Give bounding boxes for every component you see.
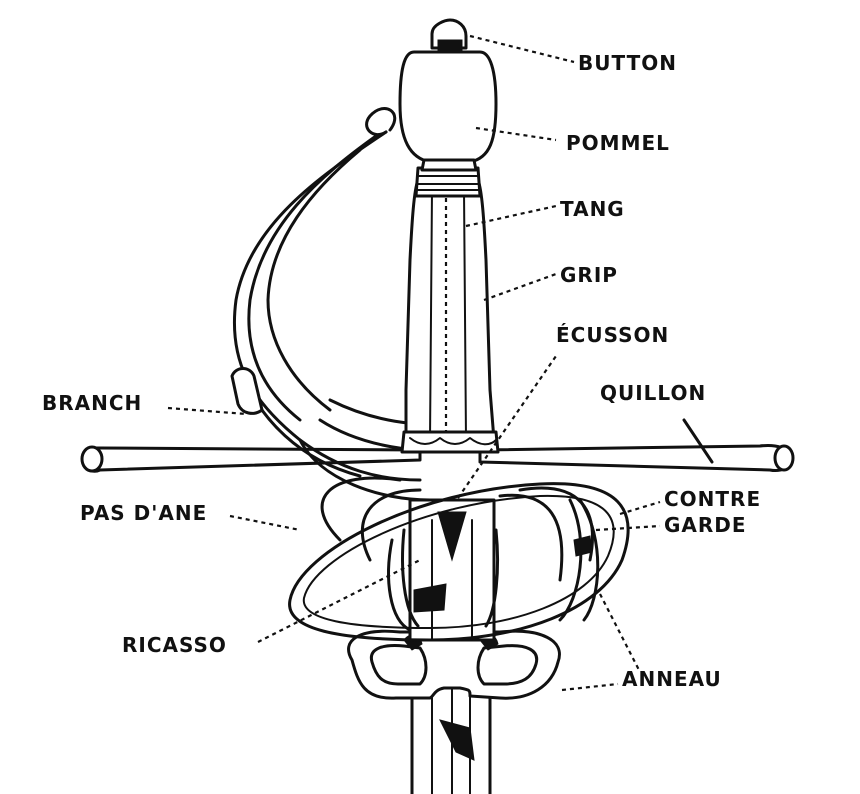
leader-lines	[167, 34, 714, 692]
branch-bow	[230, 107, 472, 502]
label-garde: GARDE	[664, 513, 747, 537]
label-button: BUTTON	[578, 51, 677, 75]
label-ecusson: ÉCUSSON	[556, 323, 669, 347]
guard-cage	[320, 476, 600, 632]
ricasso	[408, 498, 496, 642]
label-pommel: POMMEL	[566, 131, 670, 155]
grip	[400, 70, 500, 454]
contre-garde-loop	[288, 482, 630, 642]
label-anneau: ANNEAU	[622, 667, 722, 691]
label-contre: CONTRE	[664, 487, 761, 511]
quillon-bar	[80, 444, 795, 473]
anneau-ring	[347, 629, 561, 700]
label-grip: GRIP	[560, 263, 618, 287]
label-ricasso: RICASSO	[122, 633, 227, 657]
label-branch: BRANCH	[42, 391, 142, 415]
label-quillon: QUILLON	[600, 381, 706, 405]
label-tang: TANG	[560, 197, 625, 221]
label-pas-dane: PAS D'ANE	[80, 501, 207, 525]
pommel	[398, 50, 498, 172]
button	[430, 18, 468, 51]
